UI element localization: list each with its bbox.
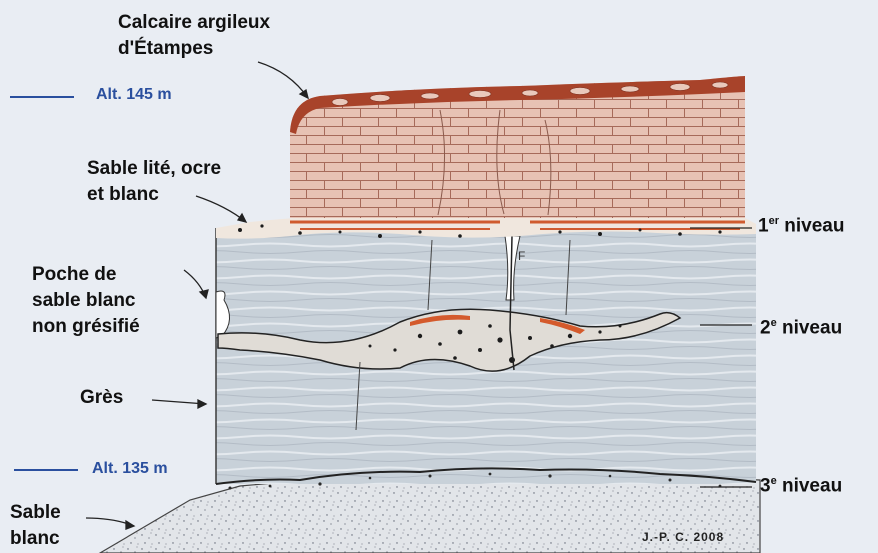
label-poche-line1: Poche de xyxy=(32,262,140,288)
label-sable-blanc-line1: Sable xyxy=(10,500,61,526)
label-poche: Poche de sable blanc non grésifié xyxy=(32,262,140,340)
label-poche-line3: non grésifié xyxy=(32,314,140,340)
label-niveau-1: 1er niveau xyxy=(758,208,844,239)
label-sable-lite-line2: et blanc xyxy=(87,182,221,208)
svg-text:F: F xyxy=(518,249,525,263)
alt-145-label: Alt. 145 m xyxy=(96,86,172,104)
niveau-3-num: 3 xyxy=(760,475,771,496)
label-gres: Grès xyxy=(80,385,123,411)
niveau-1-word: niveau xyxy=(779,215,844,236)
label-calcaire-line2: d'Étampes xyxy=(118,36,270,62)
label-sable-lite: Sable lité, ocre et blanc xyxy=(87,156,221,208)
niveau-1-sup: er xyxy=(769,215,779,227)
credit: J.-P. C. 2008 xyxy=(642,530,724,544)
alt-135-label: Alt. 135 m xyxy=(92,460,168,478)
label-niveau-3: 3e niveau xyxy=(760,468,842,499)
label-poche-line2: sable blanc xyxy=(32,288,140,314)
label-niveau-2: 2e niveau xyxy=(760,310,842,341)
niveau-2-word: niveau xyxy=(777,317,842,338)
label-calcaire-line1: Calcaire argileux xyxy=(118,10,270,36)
label-sable-lite-line1: Sable lité, ocre xyxy=(87,156,221,182)
niveau-1-num: 1 xyxy=(758,215,769,236)
niveau-3-word: niveau xyxy=(777,475,842,496)
niveau-2-num: 2 xyxy=(760,317,771,338)
label-sable-blanc-line2: blanc xyxy=(10,526,61,552)
label-calcaire: Calcaire argileux d'Étampes xyxy=(118,10,270,62)
arrow-calcaire xyxy=(258,62,308,98)
label-sable-blanc: Sable blanc xyxy=(10,500,61,552)
